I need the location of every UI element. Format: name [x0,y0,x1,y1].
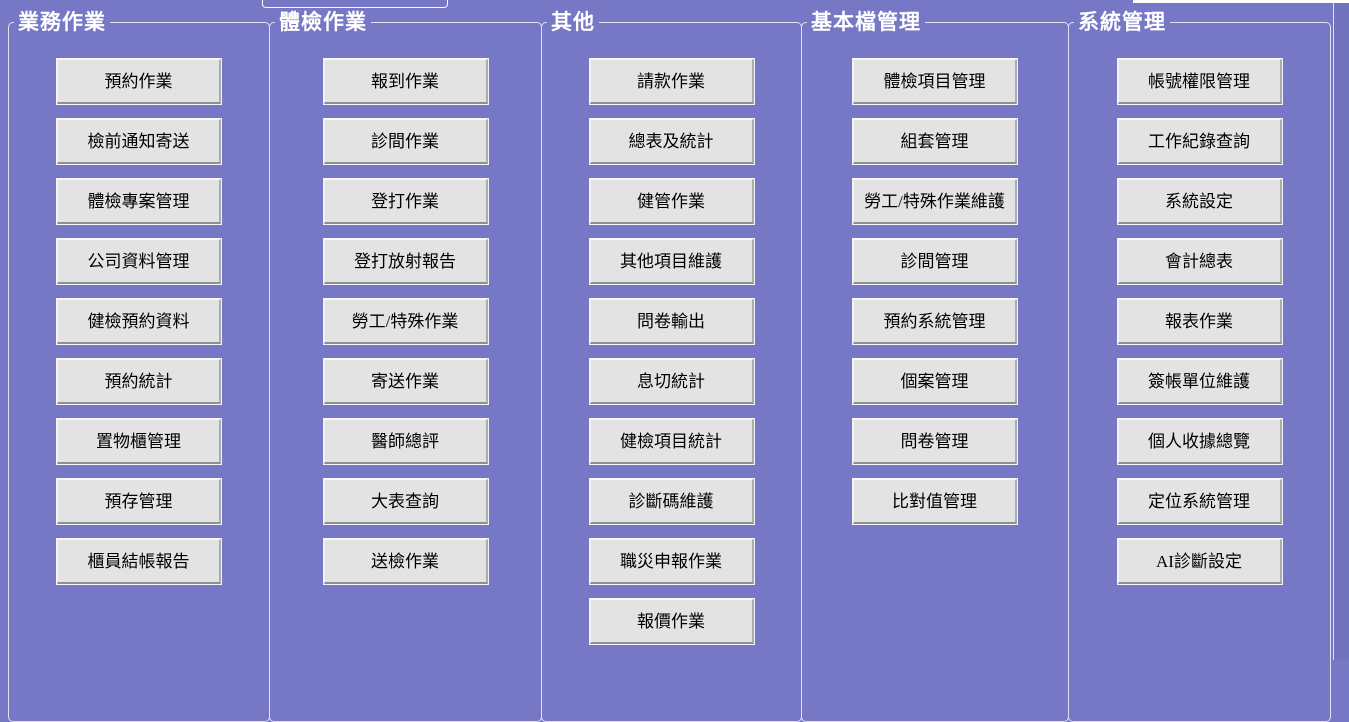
group-button-list: 帳號權限管理工作紀錄查詢系統設定會計總表報表作業簽帳單位維護個人收據總覽定位系統… [1069,23,1330,584]
group-button-list: 體檢項目管理組套管理勞工/特殊作業維護診間管理預約系統管理個案管理問卷管理比對值… [802,23,1068,524]
menu-button[interactable]: 帳號權限管理 [1117,59,1282,104]
group-title: 基本檔管理 [807,9,925,35]
menu-button[interactable]: 檢前通知寄送 [57,119,221,164]
group-title: 業務作業 [14,9,110,35]
menu-button[interactable]: 健管作業 [589,179,754,224]
menu-button[interactable]: 個案管理 [853,359,1017,404]
menu-button[interactable]: 預約作業 [57,59,221,104]
menu-button[interactable]: 息切統計 [589,359,754,404]
menu-button[interactable]: 診間管理 [853,239,1017,284]
right-panel-divider [1333,3,1334,660]
right-edge-shade [1334,3,1349,660]
menu-button[interactable]: 公司資料管理 [57,239,221,284]
menu-button[interactable]: 大表查詢 [323,479,488,524]
menu-group-4: 基本檔管理 體檢項目管理組套管理勞工/特殊作業維護診間管理預約系統管理個案管理問… [801,9,1069,722]
menu-button[interactable]: 系統設定 [1117,179,1282,224]
menu-button[interactable]: 總表及統計 [589,119,754,164]
menu-button[interactable]: 請款作業 [589,59,754,104]
menu-button[interactable]: 置物櫃管理 [57,419,221,464]
menu-button[interactable]: 比對值管理 [853,479,1017,524]
menu-button[interactable]: 報表作業 [1117,299,1282,344]
menu-button[interactable]: 組套管理 [853,119,1017,164]
menu-button[interactable]: 職災申報作業 [589,539,754,584]
menu-group-2: 體檢作業 報到作業診間作業登打作業登打放射報告勞工/特殊作業寄送作業醫師總評大表… [269,9,542,722]
menu-button[interactable]: 健檢項目統計 [589,419,754,464]
menu-button[interactable]: 體檢項目管理 [853,59,1017,104]
group-button-list: 報到作業診間作業登打作業登打放射報告勞工/特殊作業寄送作業醫師總評大表查詢送檢作… [270,23,541,584]
menu-button[interactable]: 登打作業 [323,179,488,224]
menu-button[interactable]: 會計總表 [1117,239,1282,284]
menu-button[interactable]: 報到作業 [323,59,488,104]
clipped-white-strip [1133,0,1349,3]
menu-button[interactable]: 個人收據總覽 [1117,419,1282,464]
menu-button[interactable]: 寄送作業 [323,359,488,404]
group-title: 體檢作業 [275,9,371,35]
menu-button[interactable]: 診間作業 [323,119,488,164]
menu-button[interactable]: AI診斷設定 [1117,539,1282,584]
group-title: 其他 [547,9,599,35]
menu-button[interactable]: 預約系統管理 [853,299,1017,344]
menu-button[interactable]: 問卷管理 [853,419,1017,464]
menu-button[interactable]: 送檢作業 [323,539,488,584]
group-button-list: 預約作業檢前通知寄送體檢專案管理公司資料管理健檢預約資料預約統計置物櫃管理預存管… [9,23,269,584]
menu-button[interactable]: 報價作業 [589,599,754,644]
menu-button[interactable]: 健檢預約資料 [57,299,221,344]
menu-button[interactable]: 問卷輸出 [589,299,754,344]
menu-group-5: 系統管理 帳號權限管理工作紀錄查詢系統設定會計總表報表作業簽帳單位維護個人收據總… [1068,9,1331,722]
menu-button[interactable]: 勞工/特殊作業 [323,299,488,344]
menu-button[interactable]: 體檢專案管理 [57,179,221,224]
clipped-window-outline [262,0,448,8]
menu-button[interactable]: 其他項目維護 [589,239,754,284]
menu-button[interactable]: 簽帳單位維護 [1117,359,1282,404]
menu-group-1: 業務作業 預約作業檢前通知寄送體檢專案管理公司資料管理健檢預約資料預約統計置物櫃… [8,9,270,722]
menu-button[interactable]: 診斷碼維護 [589,479,754,524]
menu-button[interactable]: 醫師總評 [323,419,488,464]
menu-button[interactable]: 預存管理 [57,479,221,524]
menu-button[interactable]: 定位系統管理 [1117,479,1282,524]
menu-button[interactable]: 預約統計 [57,359,221,404]
menu-button[interactable]: 工作紀錄查詢 [1117,119,1282,164]
group-button-list: 請款作業總表及統計健管作業其他項目維護問卷輸出息切統計健檢項目統計診斷碼維護職災… [542,23,801,644]
group-title: 系統管理 [1074,9,1170,35]
menu-button[interactable]: 登打放射報告 [323,239,488,284]
menu-button[interactable]: 勞工/特殊作業維護 [853,179,1017,224]
menu-button[interactable]: 櫃員結帳報告 [57,539,221,584]
menu-group-3: 其他 請款作業總表及統計健管作業其他項目維護問卷輸出息切統計健檢項目統計診斷碼維… [541,9,802,722]
